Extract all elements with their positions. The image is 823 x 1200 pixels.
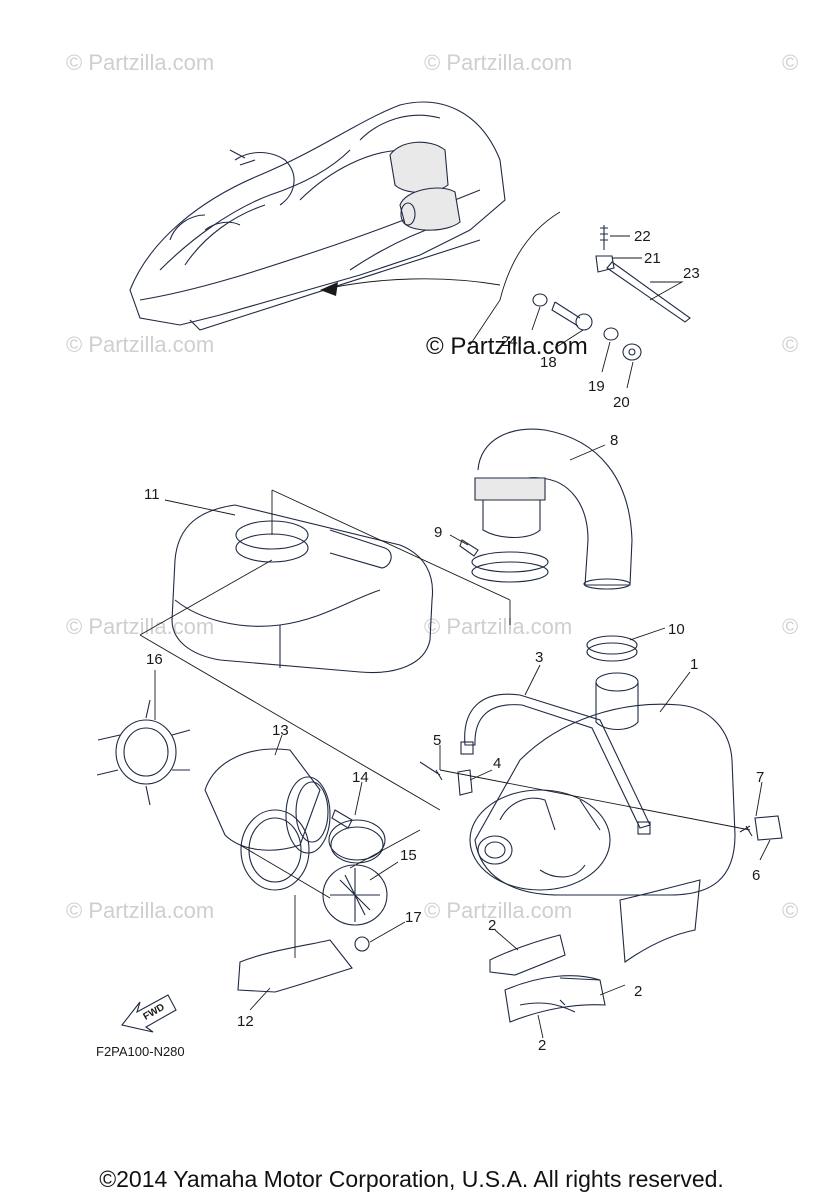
callout-7: 7 — [756, 769, 764, 786]
part-2-shields — [489, 879, 701, 1023]
part-10-ring — [586, 635, 638, 662]
callout-8: 8 — [610, 432, 618, 449]
callout-17: 17 — [405, 909, 422, 926]
callout-layer: 22 21 23 24 18 19 20 8 11 9 10 16 3 1 13… — [144, 228, 764, 1054]
small-fasteners — [419, 761, 783, 841]
location-arrow — [320, 211, 561, 346]
watermark: © Partzilla.com — [424, 898, 572, 923]
alignment-lines — [139, 489, 751, 958]
callout-24: 24 — [501, 333, 518, 350]
callout-14: 14 — [352, 769, 369, 786]
part-11-chamber — [171, 504, 434, 674]
callout-3: 3 — [535, 649, 543, 666]
callout-13: 13 — [272, 722, 289, 739]
watermark-layer: © Partzilla.com © Partzilla.com © © Part… — [66, 50, 798, 923]
watercraft-illustration — [129, 101, 506, 331]
copyright-footer: ©2014 Yamaha Motor Corporation, U.S.A. A… — [99, 1166, 724, 1192]
callout-23: 23 — [683, 265, 700, 282]
callout-2: 2 — [538, 1037, 546, 1054]
watermark: © — [782, 50, 798, 75]
watermark: © — [782, 332, 798, 357]
callout-19: 19 — [588, 378, 605, 395]
callout-2: 2 — [634, 983, 642, 1000]
small-parts-group — [532, 225, 691, 361]
watermark: © — [782, 898, 798, 923]
watermark: © Partzilla.com — [424, 614, 572, 639]
part-8-pipe — [474, 428, 633, 590]
part-13-duct — [204, 748, 331, 854]
fwd-label: FWD — [141, 1002, 166, 1023]
callout-2: 2 — [488, 917, 496, 934]
watermark: © — [782, 614, 798, 639]
part-14-clamp — [328, 809, 386, 864]
callout-10: 10 — [668, 621, 685, 638]
part-12-sheet — [237, 939, 353, 993]
fwd-arrow: FWD — [121, 994, 177, 1033]
part-9-clamp — [459, 539, 549, 583]
callout-1: 1 — [690, 656, 698, 673]
callout-11: 11 — [144, 486, 160, 503]
part-1-muffler — [469, 672, 736, 896]
callout-21: 21 — [644, 250, 661, 267]
callout-15: 15 — [400, 847, 417, 864]
callout-6: 6 — [752, 867, 760, 884]
watermark: © Partzilla.com — [66, 898, 214, 923]
watermark: © Partzilla.com — [66, 332, 214, 357]
callout-5: 5 — [433, 732, 441, 749]
diagram-code: F2PA100-N280 — [96, 1044, 185, 1059]
callout-9: 9 — [434, 524, 442, 541]
callout-4: 4 — [493, 755, 501, 772]
part-3-strap — [460, 693, 651, 835]
callout-16: 16 — [146, 651, 163, 668]
leader-lines — [154, 235, 771, 1039]
watermark: © Partzilla.com — [424, 50, 572, 75]
callout-22: 22 — [634, 228, 651, 245]
callout-12: 12 — [237, 1013, 254, 1030]
watermark: © Partzilla.com — [66, 50, 214, 75]
main-watermark: © Partzilla.com — [426, 333, 588, 360]
callout-18: 18 — [540, 354, 557, 371]
callout-20: 20 — [613, 394, 630, 411]
